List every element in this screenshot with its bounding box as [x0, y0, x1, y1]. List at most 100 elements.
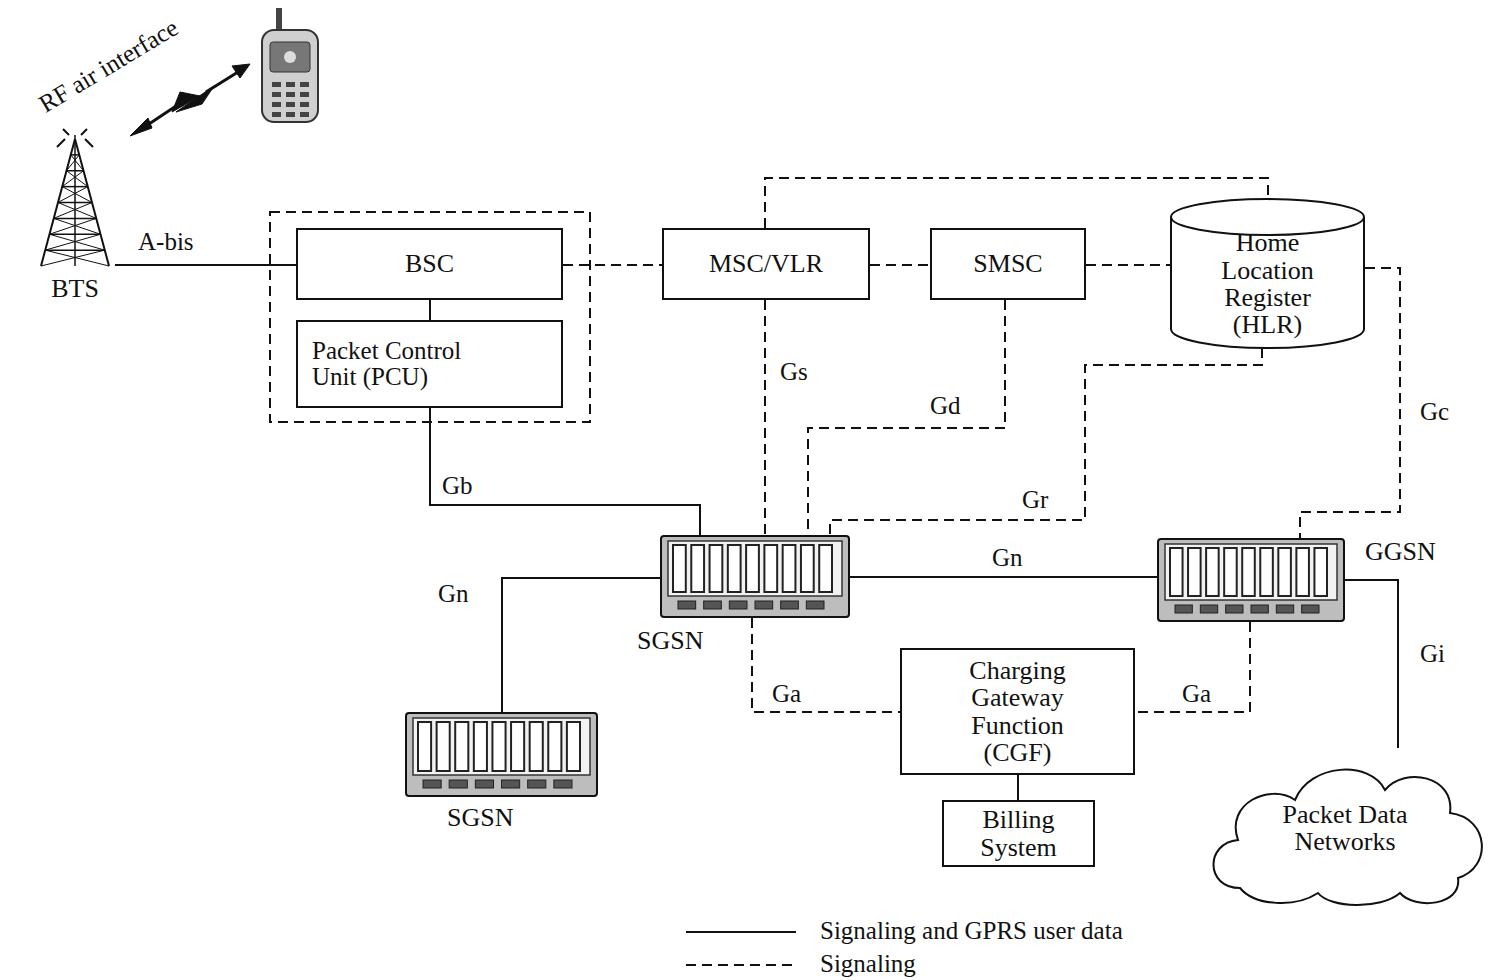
rack-slot: [673, 545, 686, 592]
network-cloud: Packet Data Networks: [1200, 748, 1490, 908]
shape-outline: [35, 135, 115, 268]
rack-port: [502, 780, 520, 788]
rack-slot: [691, 545, 704, 592]
cloud-outline: [1213, 770, 1481, 905]
mobile-phone: [262, 8, 318, 122]
radio-link-bolt: [130, 64, 250, 136]
rack-bay: [668, 541, 842, 596]
rack-slot: [1242, 548, 1255, 596]
data-link: [115, 264, 296, 266]
tower-brace: [45, 249, 105, 251]
rack-port: [781, 601, 799, 609]
rack-slot: [746, 545, 759, 592]
tower-brace: [45, 250, 109, 266]
interface-label: Gc: [1418, 398, 1451, 426]
rack-bay: [1165, 544, 1337, 600]
tower-brace: [58, 203, 96, 219]
interface-label: Ga: [1180, 680, 1213, 708]
rack-port: [1251, 605, 1268, 613]
tower-brace: [54, 203, 92, 219]
tower-brace: [58, 187, 88, 203]
rack-port: [554, 780, 572, 788]
tower-brace: [54, 218, 101, 234]
rack-slot: [1314, 548, 1327, 596]
cgf-box: Charging Gateway Function (CGF): [900, 648, 1135, 775]
tower-brace: [54, 218, 97, 220]
interface-label: Gn: [990, 544, 1025, 572]
signaling-link: [764, 300, 766, 535]
shape-outline: [405, 712, 598, 797]
rack-slot: [511, 722, 524, 771]
tower-brace: [67, 155, 80, 171]
rack-slot: [1170, 548, 1183, 596]
node-caption: SGSN: [635, 627, 705, 654]
tower-brace: [50, 218, 97, 234]
rack-port: [449, 780, 467, 788]
msc-box: MSC/VLR: [662, 228, 870, 300]
tower-brace: [67, 170, 84, 172]
bsc-box: BSC: [296, 228, 563, 300]
rack-port: [528, 780, 546, 788]
data-link: [850, 576, 1157, 578]
signaling-link: [830, 348, 1262, 535]
rack-slot: [567, 722, 580, 771]
node-caption: BTS: [35, 275, 115, 302]
rack-slot: [1188, 548, 1201, 596]
data-link: [430, 408, 700, 535]
annotation: RF air interface: [34, 14, 183, 118]
billing-box: Billing System: [942, 800, 1095, 867]
rack-port: [1200, 605, 1217, 613]
smsc-box: SMSC: [930, 228, 1086, 300]
rack-port: [1175, 605, 1192, 613]
node-caption: GGSN: [1363, 538, 1438, 565]
legend-sample: [686, 964, 796, 966]
hlr-database: Home Location Register (HLR): [1170, 198, 1365, 348]
shape-outline: [660, 535, 850, 618]
node-label: Home Location Register (HLR): [1193, 229, 1343, 338]
shape-outline: [1157, 538, 1345, 622]
tower-brace: [41, 250, 105, 266]
tower-brace: [62, 187, 92, 203]
rack-port: [423, 780, 441, 788]
node-label: Packet Data Networks: [1255, 801, 1435, 856]
rack-slot: [474, 722, 487, 771]
rack-bay: [413, 718, 590, 775]
signaling-link: [1135, 622, 1250, 712]
node-label: Billing System: [964, 806, 1074, 861]
tower-brace: [67, 171, 88, 187]
rack-port: [806, 601, 824, 609]
signaling-link: [808, 300, 1005, 535]
rack-port: [729, 601, 747, 609]
rack-slot: [492, 722, 505, 771]
signal-marks: [57, 129, 93, 147]
sgsn-node: SGSN: [660, 535, 850, 618]
rack-port: [755, 601, 773, 609]
rack-port: [475, 780, 493, 788]
rack-frame: [1158, 539, 1344, 621]
tower-brace: [50, 234, 105, 250]
interface-label: Ga: [770, 680, 803, 708]
interface-label: Gr: [1020, 486, 1050, 514]
tower-brace: [58, 202, 92, 204]
tower-brace: [50, 234, 101, 236]
legend-text: Signaling and GPRS user data: [820, 917, 1123, 945]
tower-brace: [45, 234, 100, 250]
node: BTS: [35, 135, 115, 268]
rack-slot: [710, 545, 723, 592]
tower-brace: [71, 154, 80, 156]
node-label: MSC/VLR: [709, 250, 823, 277]
rack-slot: [1224, 548, 1237, 596]
interface-label: Gi: [1418, 640, 1447, 668]
rack-slot: [801, 545, 814, 592]
rack-frame: [406, 713, 597, 796]
signaling-link: [870, 264, 930, 266]
signaling-link: [752, 618, 900, 712]
node-label: Charging Gateway Function (CGF): [948, 657, 1088, 766]
legend-sample: [686, 931, 796, 933]
rack-slot: [1278, 548, 1291, 596]
rack-slot: [1206, 548, 1219, 596]
rack-port: [1226, 605, 1243, 613]
rack-slot: [437, 722, 450, 771]
rack-slot: [764, 545, 777, 592]
